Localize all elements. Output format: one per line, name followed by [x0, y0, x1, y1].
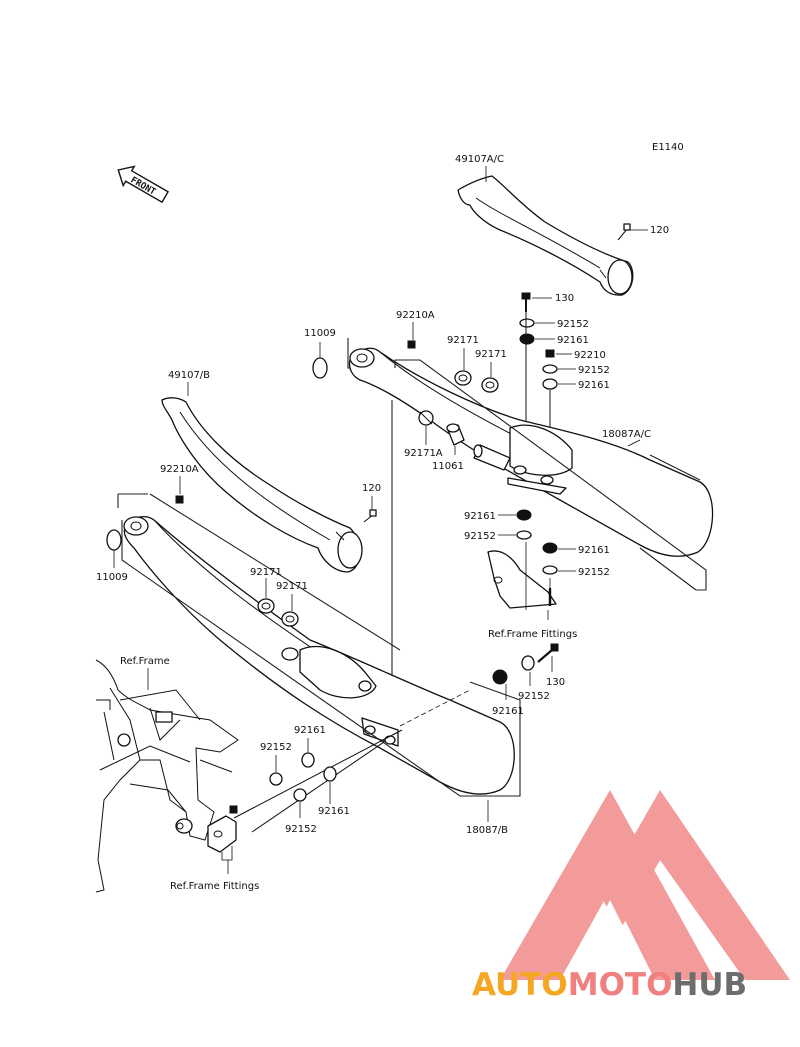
pipe-11061: [446, 423, 465, 446]
bolt-120-top: [617, 223, 631, 241]
frame-fitting-top: [487, 550, 557, 609]
frame-fitting-bottom: [207, 805, 238, 853]
label-92161-f: 92161: [294, 725, 326, 736]
frame-reference: [95, 659, 239, 893]
label-92161-a: 92161: [557, 335, 589, 346]
watermark-text-hub: HUB: [672, 967, 747, 1003]
label-92171-b: 92171: [475, 349, 507, 360]
diagram-code: E1140: [652, 142, 684, 153]
heat-cover-front: [161, 397, 363, 573]
label-92171A: 92171A: [404, 448, 443, 459]
label-120-bottom: 120: [362, 483, 381, 494]
label-18087-B: 18087/B: [466, 825, 508, 836]
label-120-top: 120: [650, 225, 669, 236]
label-92171-d: 92171: [276, 581, 308, 592]
muffler-top-assembly: [347, 338, 714, 591]
clamp-92171-c: [257, 598, 275, 614]
gasket-11009-bottom: [106, 529, 122, 551]
washer-92152-d: [542, 565, 558, 575]
label-92171-c: 92171: [250, 567, 282, 578]
label-92152-b: 92152: [578, 365, 610, 376]
washer-92152-c: [516, 530, 532, 540]
label-92152-a: 92152: [557, 319, 589, 330]
washer-92152-e: [521, 655, 535, 671]
gasket-11009-top: [312, 357, 328, 379]
collar-92161-f: [301, 752, 315, 768]
label-11009-bottom: 11009: [96, 572, 128, 583]
clamp-92171-b: [481, 377, 499, 393]
nut-92210A-bottom: [175, 495, 184, 504]
label-92161-b: 92161: [578, 380, 610, 391]
collar-92161-c: [516, 509, 532, 521]
collar-92161-b: [542, 378, 558, 390]
front-arrow-icon: FRONT: [117, 165, 170, 204]
label-92152-d: 92152: [578, 567, 610, 578]
svg-text:AUTOMOTOHUB: AUTOMOTOHUB: [472, 967, 747, 1003]
clamp-92171-a: [454, 370, 472, 386]
label-92161-g: 92161: [318, 806, 350, 817]
watermark-text-moto: MOTO: [568, 967, 673, 1003]
clamp-92171A: [418, 410, 434, 426]
label-ref-frame-fittings-bottom: Ref.Frame Fittings: [170, 881, 259, 892]
label-92152-f: 92152: [260, 742, 292, 753]
label-11061: 11061: [432, 461, 464, 472]
collar-92161-a: [519, 333, 535, 345]
label-92161-e: 92161: [492, 706, 524, 717]
connector-pipe: [473, 444, 511, 471]
label-18087A-C: 18087A/C: [602, 429, 651, 440]
bolt-130-bottom: [537, 643, 559, 663]
muffler-bottom-assembly: [117, 493, 521, 797]
washer-92152-g: [293, 788, 307, 802]
label-92152-e: 92152: [518, 691, 550, 702]
collar-92161-d: [542, 542, 558, 554]
label-130-bottom: 130: [546, 677, 565, 688]
bolt-120-bottom: [363, 509, 377, 523]
watermark-text-auto: AUTO: [472, 967, 568, 1003]
nut-92210A-top: [407, 340, 416, 349]
washer-92152-b: [542, 364, 558, 374]
label-49107-B: 49107/B: [168, 370, 210, 381]
label-ref-frame-fittings-top: Ref.Frame Fittings: [488, 629, 577, 640]
label-92161-c: 92161: [464, 511, 496, 522]
label-11009-top: 11009: [304, 328, 336, 339]
label-49107A-C: 49107A/C: [455, 154, 504, 165]
collar-92161-g: [323, 766, 337, 782]
label-92152-c: 92152: [464, 531, 496, 542]
bolt-130-top: [521, 292, 531, 312]
label-92210A-top: 92210A: [396, 310, 435, 321]
collar-92161-e: [492, 669, 508, 685]
washer-92152-f: [269, 772, 283, 786]
clamp-92171-d: [281, 611, 299, 627]
washer-92152-a: [519, 318, 535, 328]
label-92210A-bottom: 92210A: [160, 464, 199, 475]
nut-92210: [545, 349, 555, 358]
label-ref-frame: Ref.Frame: [120, 656, 170, 667]
label-92161-d: 92161: [578, 545, 610, 556]
label-130-top: 130: [555, 293, 574, 304]
label-92210: 92210: [574, 350, 606, 361]
watermark-logo: [500, 790, 790, 980]
label-92152-g: 92152: [285, 824, 317, 835]
label-92171-a: 92171: [447, 335, 479, 346]
heat-cover-rear: [457, 175, 634, 296]
